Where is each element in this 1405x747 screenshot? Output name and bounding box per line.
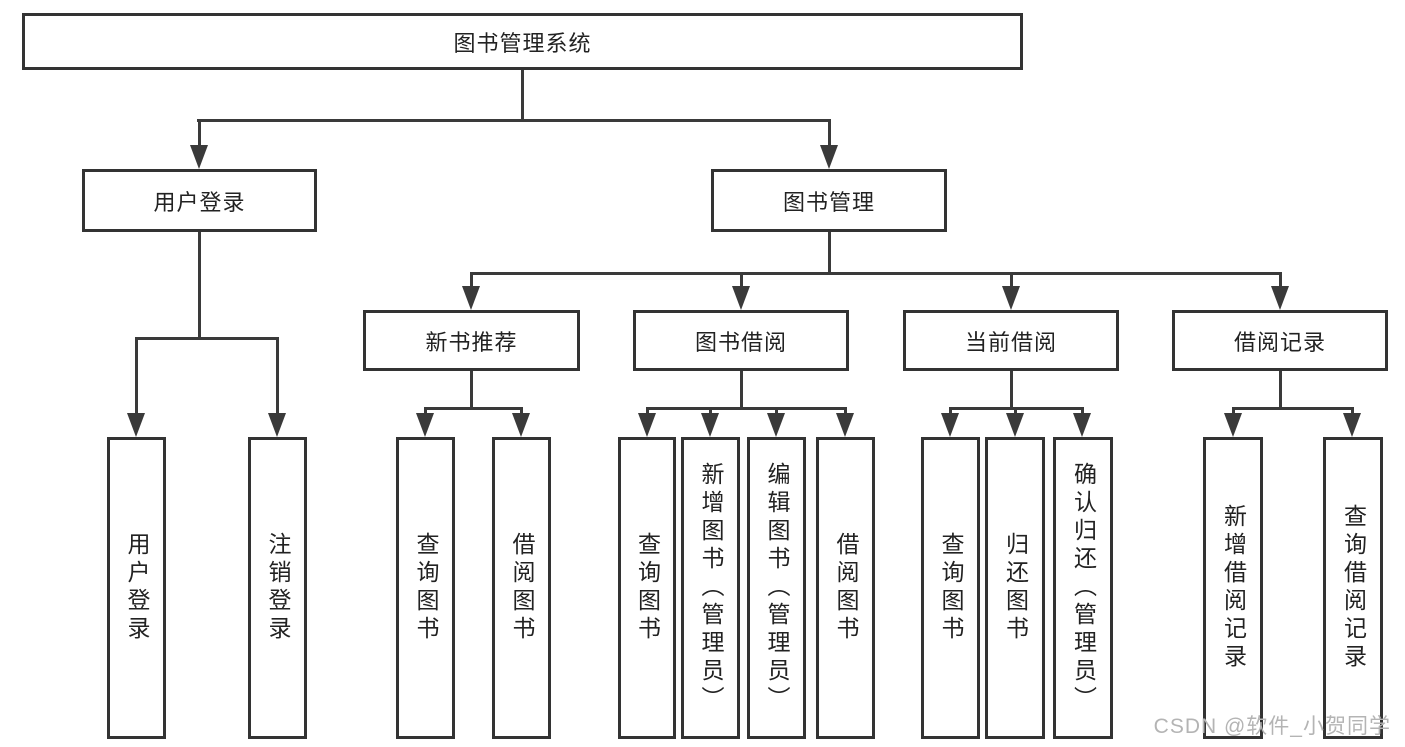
node-leaf-bb-edit-books-admin-label: 编辑图书（管理员）	[764, 462, 790, 714]
arrowhead-to-nr-borrow	[512, 413, 530, 437]
node-leaf-logout-label: 注销登录	[265, 532, 291, 644]
connector-current-borrow-stem	[1010, 371, 1013, 407]
connector-book-borrow-drop-4	[844, 407, 847, 415]
node-book-borrow: 图书借阅	[633, 310, 849, 371]
arrowhead-to-bb-query	[638, 413, 656, 437]
node-leaf-bb-query-books-label: 查询图书	[634, 532, 661, 644]
node-leaf-nr-borrow-books-label: 借阅图书	[509, 532, 535, 644]
connector-root-drop-right	[828, 119, 831, 149]
connector-user-login-drop-2	[276, 337, 279, 415]
node-leaf-cb-query-books: 查询图书	[921, 437, 980, 739]
arrowhead-to-nr-query	[416, 413, 434, 437]
connector-book-mgmt-drop-3	[1010, 272, 1013, 289]
connector-borrow-records-stem	[1279, 371, 1282, 407]
node-leaf-nr-query-books-label: 查询图书	[413, 532, 439, 644]
node-root-label: 图书管理系统	[453, 30, 592, 56]
connector-user-login-drop-1	[135, 337, 138, 415]
node-leaf-br-query-record: 查询借阅记录	[1323, 437, 1383, 739]
node-leaf-br-add-record: 新增借阅记录	[1203, 437, 1263, 739]
arrowhead-to-cb-query	[941, 413, 959, 437]
arrowhead-to-borrow-records	[1271, 286, 1289, 310]
node-leaf-cb-return-books-label: 归还图书	[1002, 532, 1029, 644]
connector-borrow-records-drop-2	[1351, 407, 1354, 415]
arrowhead-to-leaf-user-login	[127, 413, 145, 437]
connector-borrow-records-split	[1232, 407, 1354, 410]
connector-user-login-stem	[198, 232, 201, 337]
connector-root-split	[197, 119, 831, 122]
connector-book-borrow-drop-2	[709, 407, 712, 415]
arrowhead-to-bb-borrow	[836, 413, 854, 437]
arrowhead-to-book-mgmt	[820, 145, 838, 169]
connector-new-books-drop-2	[520, 407, 523, 415]
arrowhead-to-br-query	[1343, 413, 1361, 437]
node-leaf-bb-edit-books-admin: 编辑图书（管理员）	[747, 437, 806, 739]
node-leaf-bb-query-books: 查询图书	[618, 437, 676, 739]
arrowhead-to-cb-return	[1006, 413, 1024, 437]
connector-book-mgmt-drop-1	[470, 272, 473, 289]
arrowhead-to-leaf-logout	[268, 413, 286, 437]
node-book-borrow-label: 图书借阅	[694, 329, 787, 355]
node-new-books-label: 新书推荐	[425, 329, 518, 355]
node-leaf-nr-borrow-books: 借阅图书	[492, 437, 551, 739]
node-borrow-records-label: 借阅记录	[1233, 329, 1326, 355]
node-leaf-logout: 注销登录	[248, 437, 307, 739]
node-leaf-bb-borrow-books: 借阅图书	[816, 437, 875, 739]
node-leaf-cb-query-books-label: 查询图书	[938, 532, 964, 644]
arrowhead-to-bb-add	[701, 413, 719, 437]
connector-current-borrow-drop-3	[1081, 407, 1084, 415]
connector-book-mgmt-stem	[828, 232, 831, 272]
node-user-login: 用户登录	[82, 169, 317, 232]
node-leaf-bb-add-books-admin-label: 新增图书（管理员）	[698, 462, 724, 714]
node-new-books: 新书推荐	[363, 310, 580, 371]
connector-book-borrow-drop-3	[775, 407, 778, 415]
connector-new-books-split	[424, 407, 523, 410]
arrowhead-to-book-borrow	[732, 286, 750, 310]
node-user-login-label: 用户登录	[153, 189, 246, 215]
arrowhead-to-new-books	[462, 286, 480, 310]
connector-book-mgmt-drop-4	[1279, 272, 1282, 289]
arrowhead-to-bb-edit	[767, 413, 785, 437]
connector-new-books-stem	[470, 371, 473, 407]
node-borrow-records: 借阅记录	[1172, 310, 1388, 371]
connector-book-borrow-stem	[740, 371, 743, 407]
node-root: 图书管理系统	[22, 13, 1023, 70]
connector-root-stem	[521, 70, 524, 120]
node-leaf-cb-return-books: 归还图书	[985, 437, 1045, 739]
node-leaf-bb-borrow-books-label: 借阅图书	[833, 532, 859, 644]
node-current-borrow: 当前借阅	[903, 310, 1119, 371]
node-leaf-bb-add-books-admin: 新增图书（管理员）	[681, 437, 740, 739]
connector-root-drop-left	[198, 119, 201, 149]
connector-book-borrow-split	[646, 407, 846, 410]
arrowhead-to-cb-confirm	[1073, 413, 1091, 437]
node-leaf-br-add-record-label: 新增借阅记录	[1220, 504, 1247, 672]
node-current-borrow-label: 当前借阅	[964, 329, 1057, 355]
node-leaf-nr-query-books: 查询图书	[396, 437, 455, 739]
node-book-mgmt-label: 图书管理	[782, 189, 875, 215]
node-leaf-cb-confirm-return-admin-label: 确认归还（管理员）	[1070, 462, 1097, 714]
node-book-mgmt: 图书管理	[711, 169, 947, 232]
connector-book-borrow-drop-1	[646, 407, 649, 415]
connector-new-books-drop-1	[424, 407, 427, 415]
node-leaf-user-login-label: 用户登录	[124, 532, 150, 644]
connector-book-mgmt-drop-2	[740, 272, 743, 289]
csdn-watermark: CSDN @软件_小贺同学	[1153, 715, 1391, 738]
node-leaf-cb-confirm-return-admin: 确认归还（管理员）	[1053, 437, 1113, 739]
node-leaf-br-query-record-label: 查询借阅记录	[1340, 504, 1367, 672]
connector-current-borrow-drop-2	[1014, 407, 1017, 415]
arrowhead-to-user-login	[190, 145, 208, 169]
connector-borrow-records-drop-1	[1232, 407, 1235, 415]
node-leaf-user-login: 用户登录	[107, 437, 166, 739]
arrowhead-to-br-add	[1224, 413, 1242, 437]
arrowhead-to-current-borrow	[1002, 286, 1020, 310]
connector-user-login-split	[135, 337, 279, 340]
connector-current-borrow-drop-1	[949, 407, 952, 415]
connector-book-mgmt-split	[470, 272, 1281, 275]
